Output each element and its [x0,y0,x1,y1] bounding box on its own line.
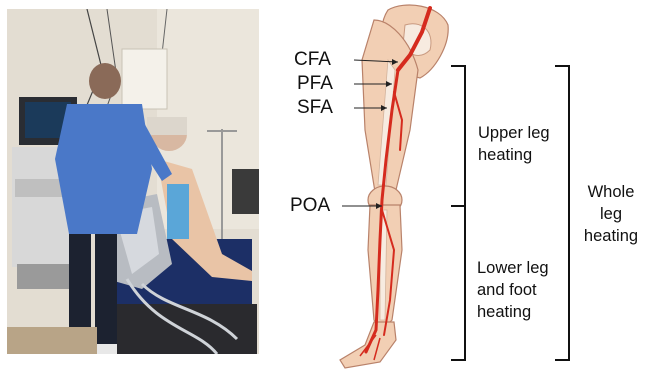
upper-leg-heating-label: Upper leg heating [478,122,550,166]
poa-label: POA [290,196,330,216]
whole-leg-heating-label: Whole leg heating [576,181,646,247]
whole-bracket-inner [451,66,465,360]
clinical-photo [7,9,259,354]
cfa-label: CFA [294,50,331,70]
leg-artery-diagram: CFA PFA SFA POA Upper leg heating Lower … [270,0,646,372]
sfa-label: SFA [297,98,333,118]
leg-anatomy-illustration [340,5,448,368]
pfa-label: PFA [297,74,333,94]
whole-leg-bracket [555,66,569,360]
lower-leg-foot-heating-label: Lower leg and foot heating [477,257,549,323]
